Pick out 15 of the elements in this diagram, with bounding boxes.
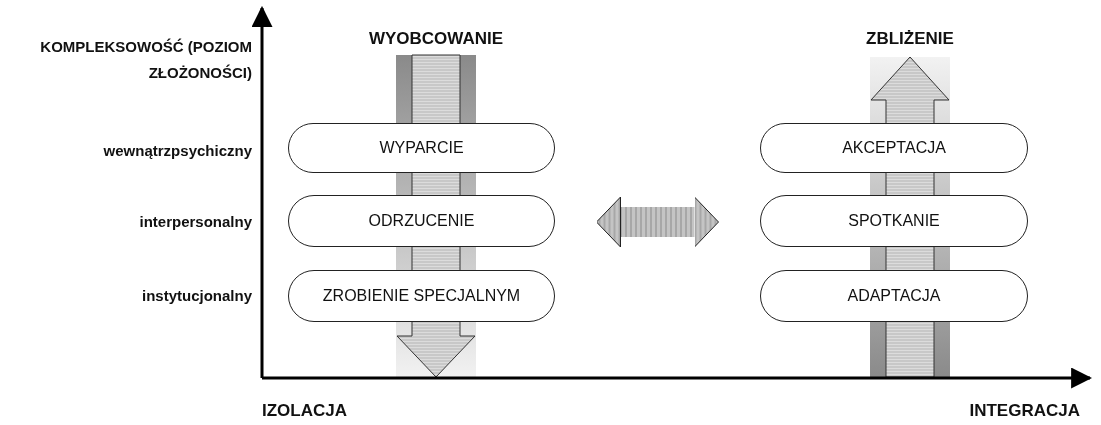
process-pill: SPOTKANIE [760,195,1028,247]
process-pill: WYPARCIE [288,123,555,173]
axis-label: INTEGRACJA [968,401,1080,421]
double-arrow [596,196,719,248]
process-pill: ADAPTACJA [760,270,1028,322]
process-pill: ODRZUCENIE [288,195,555,247]
axis-label: WYOBCOWANIE [367,29,505,49]
axis-label: instytucjonalny [140,287,252,304]
axis-label: KOMPLEKSOWOŚĆ (POZIOM ZŁOŻONOŚCI) [39,37,252,83]
axis-label: interpersonalny [138,213,252,230]
axis-label: IZOLACJA [262,401,348,421]
process-pill: AKCEPTACJA [760,123,1028,173]
axis-label: wewnątrzpsychiczny [102,142,252,159]
process-pill: ZROBIENIE SPECJALNYM [288,270,555,322]
axis-label: ZBLIŻENIE [865,29,955,49]
